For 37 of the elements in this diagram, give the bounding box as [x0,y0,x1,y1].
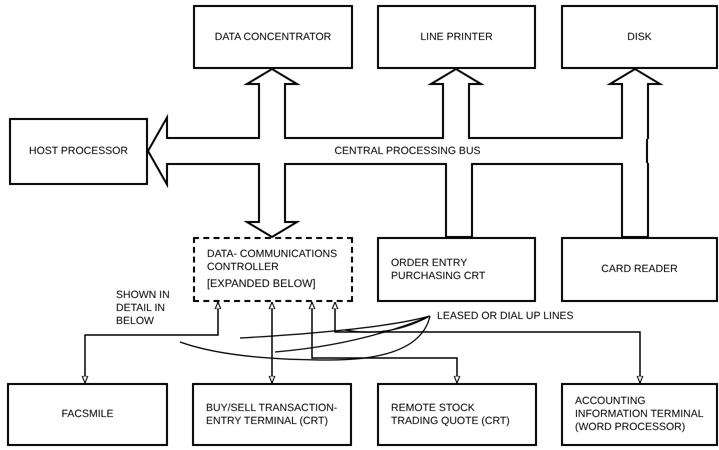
box-label: ORDER ENTRY PURCHASING CRT [391,256,486,282]
bus-arrow [621,162,649,238]
bus-arrow [427,68,485,140]
box-label: HOST PROCESSOR [29,145,128,158]
box-label: CENTRAL PROCESSING BUS [334,144,481,158]
connector-arrow [82,301,222,384]
box-note: [EXPANDED BELOW] [207,278,316,291]
device-box [377,5,536,69]
device-box [192,383,352,446]
box-label: DATA- COMMUNICATIONS CONTROLLER [207,248,338,274]
device-box [9,118,148,185]
bus-arrow [445,162,473,238]
device-box [561,5,718,69]
bus-arrow [243,162,301,238]
device-box [561,237,718,302]
note-label: LEASED OR DIAL UP LINES [437,310,575,323]
device-box [561,383,718,446]
connector-arrow [332,301,644,384]
box-label: LINE PRINTER [420,30,493,44]
connector-arrow [308,301,460,384]
connector-arrow [268,301,276,384]
bus-arrow [606,68,664,140]
box-label: CARD READER [601,263,678,276]
box-label: ACCOUNTING INFORMATION TERMINAL (WORD PROCESSOR) [575,395,704,434]
box-label: FACSMILE [62,408,114,421]
device-box [377,383,537,446]
box-label: REMOTE STOCK TRADING QUOTE (CRT) [391,402,511,428]
box-label: BUY/SELL TRANSACTION- ENTRY TERMINAL (CRT) [206,402,338,428]
box-label: DISK [627,30,652,44]
device-box [7,383,168,446]
box-label: DATA CONCENTRATOR [214,30,332,44]
device-box [193,5,353,69]
device-box [377,237,536,302]
note-label: SHOWN IN DETAIL IN BELOW [116,289,171,328]
bus-arrow [243,68,301,140]
controller-box [193,237,353,302]
bus-arrow [146,114,170,188]
